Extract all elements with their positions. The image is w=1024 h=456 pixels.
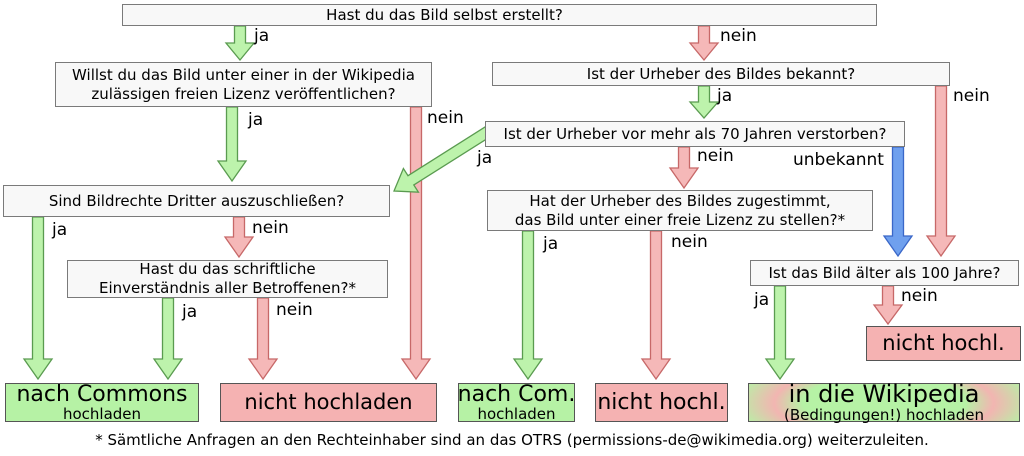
action-text: nach Commons xyxy=(16,381,188,407)
question-text: zulässigen freien Lizenz veröffentlichen… xyxy=(91,84,396,103)
flow-arrow-no xyxy=(223,216,255,259)
action-in-die-wikipedia: in die Wikipedia(Bedingungen!) hochladen xyxy=(748,379,1020,424)
arrow-label: ja xyxy=(717,86,733,106)
flow-arrow-no xyxy=(247,297,279,381)
question-text: Ist der Urheber vor mehr als 70 Jahren v… xyxy=(503,124,887,143)
arrow-label: ja xyxy=(477,148,493,168)
flow-arrow-yes xyxy=(152,297,184,381)
question-text: Sind Bildrechte Dritter auszuschließen? xyxy=(48,191,345,210)
flow-arrow-yes xyxy=(512,230,544,381)
action-text: nicht hochl. xyxy=(882,331,1005,356)
flow-arrow-yes xyxy=(393,125,493,193)
q-urheber-bekannt: Ist der Urheber des Bildes bekannt? xyxy=(492,62,950,86)
action-nicht-hochladen: nicht hochladen xyxy=(220,383,437,422)
arrow-label: ja xyxy=(754,290,770,310)
q-100-jahre: Ist das Bild älter als 100 Jahre? xyxy=(750,260,1019,286)
arrow-label: nein xyxy=(697,146,734,166)
flow-arrow-no xyxy=(400,106,432,381)
flow-arrow-yes xyxy=(688,85,720,119)
flow-arrow-no xyxy=(688,25,720,62)
question-text: Hast du das schriftliche xyxy=(139,260,316,278)
action-text: nicht hochladen xyxy=(244,390,413,415)
action-text: nicht hochl. xyxy=(597,389,726,415)
arrow-label: unbekannt xyxy=(793,150,884,170)
question-text: Ist der Urheber des Bildes bekannt? xyxy=(586,64,856,83)
footnote: * Sämtliche Anfragen an den Rechteinhabe… xyxy=(95,431,929,449)
q-urheber-zugestimmt: Hat der Urheber des Bildes zugestimmt,da… xyxy=(487,190,873,231)
action-subtext: (Bedingungen!) hochladen xyxy=(783,405,985,424)
arrow-label: nein xyxy=(720,26,757,46)
flow-arrow-unknown xyxy=(882,146,914,258)
arrow-label: nein xyxy=(252,218,289,238)
arrow-label: nein xyxy=(901,286,938,306)
flow-arrow-no xyxy=(640,230,672,381)
question-text: Hast du das Bild selbst erstellt? xyxy=(326,5,563,24)
flow-arrow-yes xyxy=(224,25,256,62)
arrow-label: ja xyxy=(52,220,68,240)
q-selbst-erstellt: Hast du das Bild selbst erstellt? xyxy=(122,4,877,26)
arrow-label: nein xyxy=(276,300,313,320)
q-freie-lizenz: Willst du das Bild unter einer in der Wi… xyxy=(55,62,432,107)
action-text: in die Wikipedia xyxy=(788,379,980,408)
arrow-label: nein xyxy=(671,232,708,252)
action-nicht-hochl-2: nicht hochl. xyxy=(866,326,1021,361)
flow-arrow-no xyxy=(872,285,904,326)
action-nach-com: nach Com.hochladen xyxy=(458,383,575,422)
arrow-label: ja xyxy=(182,302,198,322)
flow-arrow-no xyxy=(925,85,957,258)
action-text: nach Com. xyxy=(457,381,576,407)
arrow-label: ja xyxy=(248,110,264,130)
flow-arrow-no xyxy=(668,146,700,190)
question-text: Einverständnis aller Betroffenen?* xyxy=(99,279,356,297)
question-text: Willst du das Bild unter einer in der Wi… xyxy=(72,65,415,84)
q-70-jahre: Ist der Urheber vor mehr als 70 Jahren v… xyxy=(485,121,905,147)
action-subtext: hochladen xyxy=(477,404,556,423)
arrow-label: ja xyxy=(543,234,559,254)
flow-arrow-yes xyxy=(764,285,796,381)
question-text: Hat der Urheber des Bildes zugestimmt, xyxy=(529,191,831,210)
arrow-label: ja xyxy=(254,26,270,46)
action-nicht-hochl: nicht hochl. xyxy=(595,383,728,422)
question-text: das Bild unter einer freie Lizenz zu ste… xyxy=(514,210,846,229)
arrow-label: nein xyxy=(953,86,990,106)
action-subtext: hochladen xyxy=(62,404,142,423)
flow-arrow-yes xyxy=(22,216,54,381)
arrow-label: nein xyxy=(427,108,464,128)
question-text: Ist das Bild älter als 100 Jahre? xyxy=(768,263,1001,282)
q-bildrechte-dritter: Sind Bildrechte Dritter auszuschließen? xyxy=(3,185,390,217)
flow-arrow-yes xyxy=(216,106,248,183)
